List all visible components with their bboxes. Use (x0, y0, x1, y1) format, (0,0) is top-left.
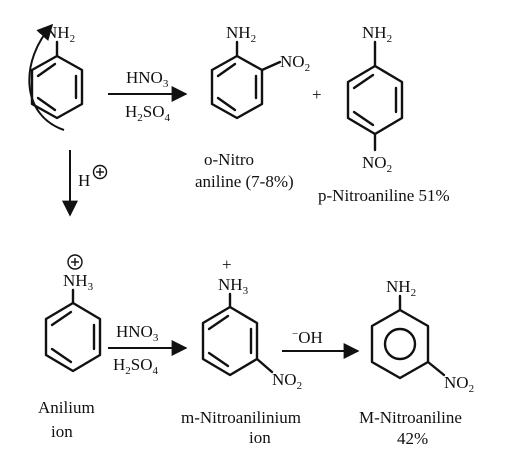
aniline-ring (30, 54, 84, 120)
meta-ion-nitro-label: NO2 (272, 370, 302, 392)
meta-label-line2: 42% (397, 429, 428, 448)
meta-amine-label: NH2 (386, 277, 416, 299)
anilium-label-line2: ion (51, 422, 73, 441)
meta-ion-label-line2: ion (249, 428, 271, 447)
anilium-label-line1: Anilium (38, 398, 95, 417)
para-label: p-Nitroaniline 51% (318, 186, 450, 205)
ortho-label-line1: o-Nitro (204, 150, 254, 169)
meta-nitroaniline-molecule: NH2 NO2 (370, 277, 474, 395)
meta-ion-charge: + (222, 255, 232, 274)
proton-charge-icon (92, 164, 108, 180)
bottom-reagent-h2so4: H2SO4 (113, 355, 159, 377)
top-reagent-hno3: HNO3 (126, 68, 169, 90)
meta-aromatic-circle (383, 327, 417, 361)
ortho-label-line2: aniline (7-8%) (195, 172, 294, 191)
ortho-ring (210, 54, 264, 120)
ortho-amine-label: NH2 (226, 23, 256, 45)
ortho-nitroaniline-molecule: NH2 NO2 (210, 23, 310, 120)
bottom-reagent-hno3: HNO3 (116, 322, 159, 344)
aniline-molecule: NH2 (30, 23, 84, 120)
para-nitroaniline-molecule: NH2 NO2 (346, 23, 404, 175)
curved-arrow (28, 23, 65, 131)
meta-ion-ring (201, 305, 259, 377)
meta-label-line1: M-Nitroaniline (359, 408, 462, 427)
anilium-ammonium-label: NH3 (63, 271, 94, 293)
para-ring (346, 64, 404, 136)
hydroxide-label: −OH (292, 328, 323, 347)
meta-ion-label-line1: m-Nitroanilinium (181, 408, 301, 427)
anilium-charge-icon (67, 254, 83, 270)
bottom-reaction-arrow: HNO3 H2SO4 (108, 322, 188, 377)
para-amine-label: NH2 (362, 23, 392, 45)
para-nitro-label: NO2 (362, 153, 392, 175)
plus-sign: + (312, 85, 322, 104)
top-reaction-arrow: HNO3 H2SO4 (108, 68, 188, 124)
hydroxide-arrow: −OH (282, 328, 360, 359)
meta-ion-ammonium-label: NH3 (218, 275, 249, 297)
ortho-nitro-label: NO2 (280, 52, 310, 74)
meta-ring (370, 308, 430, 380)
top-reagent-h2so4: H2SO4 (125, 102, 171, 124)
meta-nitro-label: NO2 (444, 373, 474, 395)
proton-label: H (78, 171, 90, 190)
anilium-ion-molecule: NH3 (44, 254, 102, 373)
meta-nitroanilinium-molecule: + NH3 NO2 (201, 255, 302, 392)
anilium-ring (44, 301, 102, 373)
